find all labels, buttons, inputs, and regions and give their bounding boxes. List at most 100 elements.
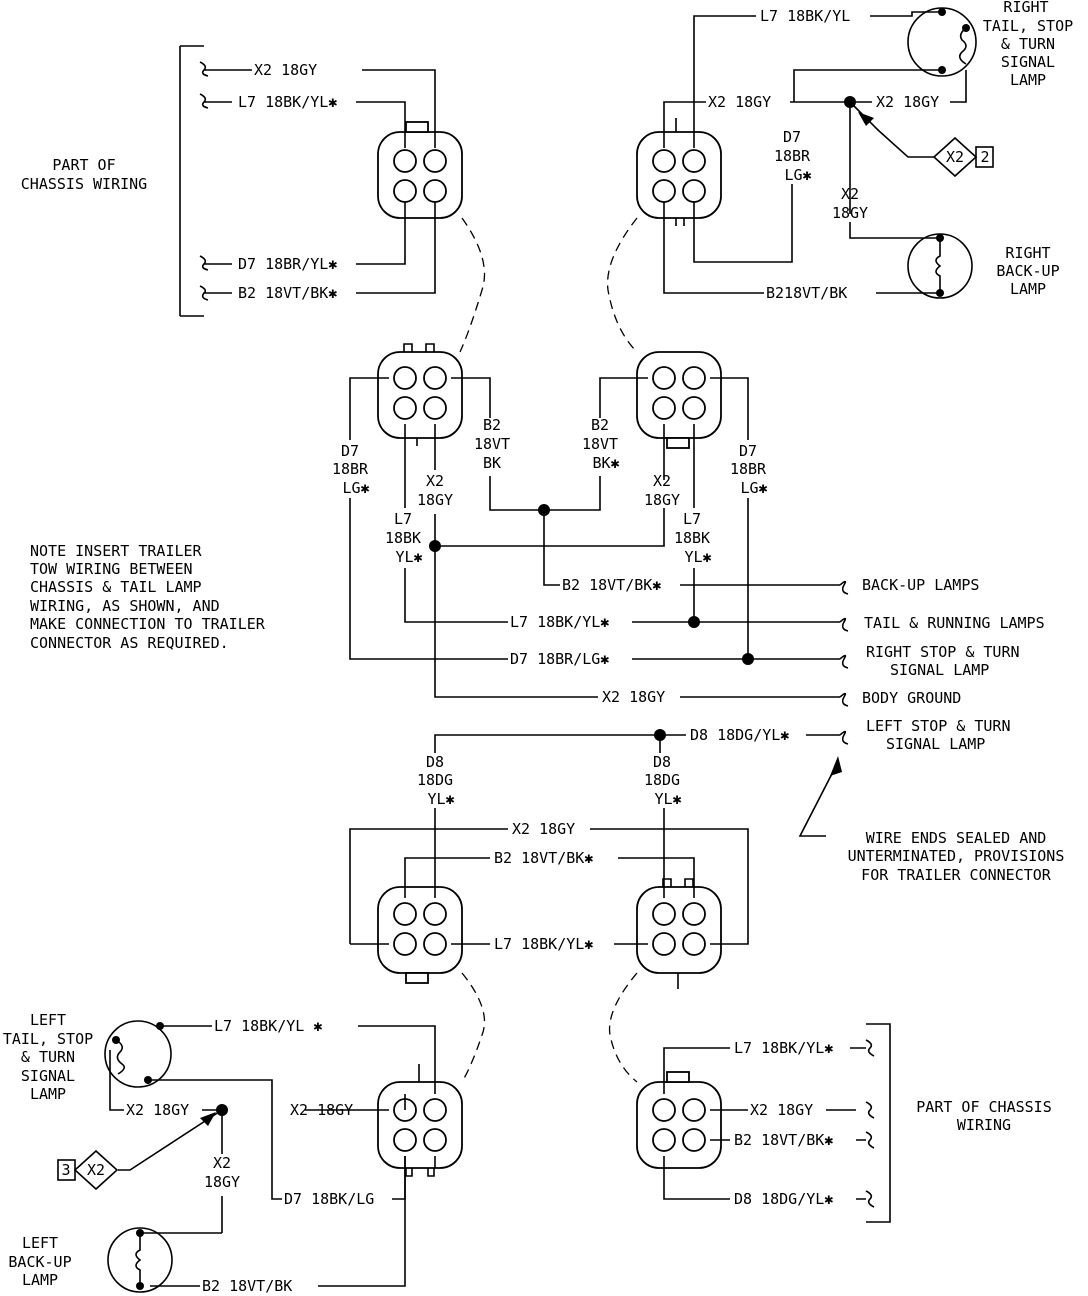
- wire-label: 18VT: [474, 435, 510, 453]
- destination-label: BODY GROUND: [862, 689, 961, 707]
- wire-label: LG✱: [342, 479, 369, 497]
- component-label: LAMP: [1010, 71, 1046, 89]
- wires-chassis-bottom-right: [663, 1023, 891, 1223]
- wire-label: D7 18BR/YL✱: [238, 255, 337, 273]
- wires-chassis-top-left: [179, 45, 436, 317]
- note-text: UNTERMINATED, PROVISIONS: [848, 847, 1065, 865]
- wire-label: X2: [426, 472, 444, 490]
- component-label: SIGNAL: [1001, 53, 1055, 71]
- wire-label: 18DG: [644, 771, 680, 789]
- note-text: CONNECTOR AS REQUIRED.: [30, 634, 229, 652]
- left-tail-stop-turn-lamp-icon: [104, 1020, 172, 1088]
- wire-label: 18GY: [832, 204, 868, 222]
- wire-label: 18BR: [774, 147, 811, 165]
- wire-label: L7: [683, 510, 701, 528]
- wires-chassis-bottom-left: [109, 1025, 436, 1287]
- ground-reference-right: [932, 136, 994, 178]
- connector-tow-middle-left: [377, 343, 463, 446]
- component-label: LEFT: [22, 1234, 58, 1252]
- wire-label: 18BK: [385, 529, 421, 547]
- part-of-chassis-label: WIRING: [957, 1116, 1011, 1134]
- destination-label: SIGNAL LAMP: [890, 661, 989, 679]
- wire-label: 18BR: [332, 460, 369, 478]
- right-tail-stop-turn-lamp-icon: [907, 7, 977, 77]
- wire-label: X2: [841, 185, 859, 203]
- component-label: RIGHT: [1005, 244, 1050, 262]
- component-label: & TURN: [21, 1048, 75, 1066]
- wire-label: X2 18GY: [750, 1101, 813, 1119]
- wire-label: 18GY: [204, 1173, 240, 1191]
- wire-label: X2 18GY: [254, 61, 317, 79]
- wire-label: B2 18VT/BK✱: [562, 576, 661, 594]
- note-text: WIRE ENDS SEALED AND: [866, 829, 1047, 847]
- wire-label: D7: [739, 442, 757, 460]
- wire-label: X2 18GY: [602, 688, 665, 706]
- connector-chassis-bottom-left: [377, 1064, 463, 1177]
- wire-label: D8 18DG/YL✱: [734, 1190, 833, 1208]
- wires-chassis-top-right: [663, 11, 967, 294]
- wire-label: L7 18BK/YL✱: [238, 93, 337, 111]
- wire-label: LG✱: [740, 479, 767, 497]
- component-label: LAMP: [1010, 280, 1046, 298]
- connector-tow-middle-right: [636, 351, 722, 449]
- wires-tow-lower: [349, 808, 749, 945]
- component-label: TAIL, STOP: [983, 17, 1073, 35]
- component-label: & TURN: [1001, 35, 1055, 53]
- wires-tow-middle: [349, 377, 849, 837]
- wire-label: B2: [591, 416, 609, 434]
- wire-label: L7 18BK/YL✱: [734, 1039, 833, 1057]
- wire-label: 18VT: [582, 435, 618, 453]
- wire-label: X2 18GY: [290, 1101, 353, 1119]
- wire-label: L7 18BK/YL: [760, 7, 850, 25]
- part-of-chassis-label: PART OF CHASSIS: [916, 1098, 1051, 1116]
- ground-reference-label: X2: [946, 148, 964, 166]
- component-label: LAMP: [22, 1271, 58, 1289]
- component-label: BACK-UP: [996, 262, 1059, 280]
- wire-label: D8: [426, 753, 444, 771]
- wire-label: D7: [783, 128, 801, 146]
- part-of-chassis-label: CHASSIS WIRING: [21, 175, 147, 193]
- wire-label: X2 18GY: [512, 820, 575, 838]
- wire-label: X2 18GY: [876, 93, 939, 111]
- wire-label: YL✱: [427, 790, 454, 808]
- wire-label: D7: [341, 442, 359, 460]
- wire-label: B2 18VT/BK✱: [734, 1131, 833, 1149]
- component-label: BACK-UP: [8, 1253, 71, 1271]
- wire-label: L7 18BK/YL ✱: [214, 1017, 322, 1035]
- wire-label: YL✱: [684, 548, 711, 566]
- wire-label: 18BK: [674, 529, 710, 547]
- component-label: TAIL, STOP: [3, 1030, 93, 1048]
- note-text: WIRING, AS SHOWN, AND: [30, 597, 220, 615]
- connector-chassis-bottom-right: [636, 1071, 722, 1169]
- component-label: RIGHT: [1003, 0, 1048, 16]
- note-text: MAKE CONNECTION TO TRAILER: [30, 615, 266, 633]
- destination-label: BACK-UP LAMPS: [862, 576, 979, 594]
- wire-label: YL✱: [654, 790, 681, 808]
- component-label: SIGNAL: [21, 1067, 75, 1085]
- connector-tow-lower-right: [636, 878, 722, 989]
- wire-label: LG✱: [784, 166, 811, 184]
- wire-label: D8 18DG/YL✱: [690, 726, 789, 744]
- note-text: FOR TRAILER CONNECTOR: [861, 866, 1052, 884]
- note-text: NOTE INSERT TRAILER: [30, 542, 203, 560]
- wire-label: D7 18BR/LG✱: [510, 650, 609, 668]
- wire-label: L7 18BK/YL✱: [494, 935, 593, 953]
- ground-reference-left: [57, 1149, 119, 1191]
- wire-label: X2 18GY: [126, 1101, 189, 1119]
- ground-reference-number: 3: [61, 1161, 70, 1179]
- wire-label: X2 18GY: [708, 93, 771, 111]
- left-backup-lamp-icon: [107, 1227, 222, 1293]
- ground-reference-label: X2: [87, 1161, 105, 1179]
- wire-label: 18GY: [417, 491, 453, 509]
- note-text: TOW WIRING BETWEEN: [30, 560, 193, 578]
- connector-tow-lower-left: [377, 886, 463, 984]
- wire-label: B2 18VT/BK✱: [494, 849, 593, 867]
- wire-label: L7: [394, 510, 412, 528]
- wire-label: BK: [483, 454, 501, 472]
- wire-label: X2: [653, 472, 671, 490]
- note-text: CHASSIS & TAIL LAMP: [30, 578, 202, 596]
- wire-label: B2 18VT/BK✱: [238, 284, 337, 302]
- destination-label: LEFT STOP & TURN: [866, 717, 1011, 735]
- wire-label: 18DG: [417, 771, 453, 789]
- wire-label: B2 18VT/BK: [202, 1277, 292, 1295]
